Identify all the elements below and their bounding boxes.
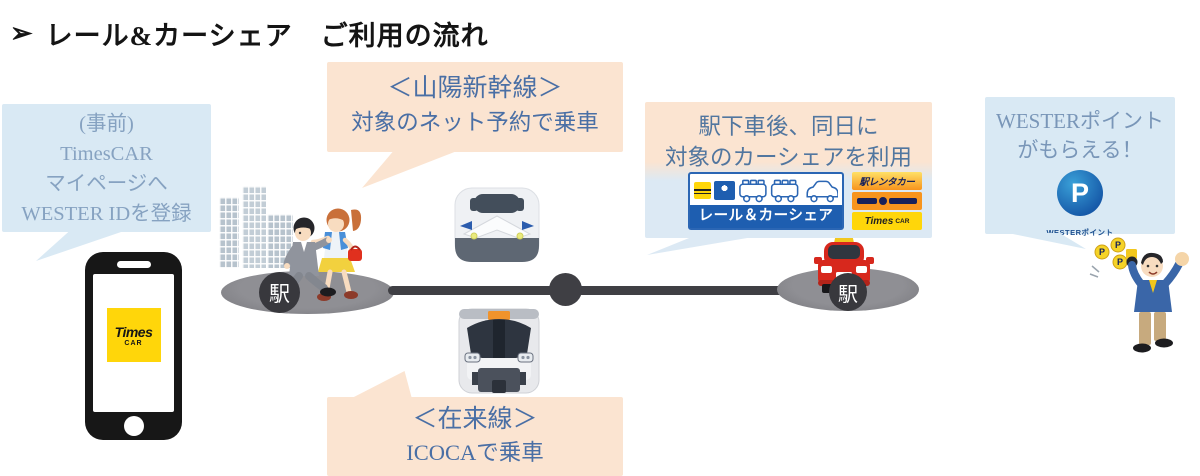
partner-brand-badges: 駅レンタカー Times CAR xyxy=(852,172,922,230)
points-step-panel: WESTERポイント がもらえる！ P WESTERポイント xyxy=(985,97,1175,237)
city-buildings-icon xyxy=(219,186,299,268)
times-logo-chip xyxy=(694,182,711,199)
travel-brand-logo-icon xyxy=(857,197,917,205)
train-and-car-lineart-icon xyxy=(739,179,838,202)
rail-carshare-logo-icons xyxy=(690,174,842,205)
arrow-bullet-icon: ➢ xyxy=(10,18,34,48)
shinkansen-line: 対象のネット予約で乗車 xyxy=(351,110,599,135)
svg-text:P: P xyxy=(1117,257,1123,267)
cheering-man-with-points-icon: P P P xyxy=(1089,237,1189,353)
building-tower-icon xyxy=(267,214,293,268)
rail-carshare-logo: レール＆カーシェア xyxy=(688,172,844,230)
rail-carshare-banner: レール＆カーシェア xyxy=(690,205,842,228)
ekiren-badge: 駅レンタカー xyxy=(852,172,922,190)
times-app-sublabel: CAR xyxy=(124,339,143,347)
page-title-text: レール&カーシェア ご利用の流れ xyxy=(45,21,489,51)
station-badge-right: 駅 xyxy=(829,273,867,311)
smartphone-icon: Times CAR xyxy=(85,252,182,440)
svg-text:P: P xyxy=(1115,240,1121,250)
times-badge-main: Times xyxy=(864,215,894,227)
register-line: WESTER IDを登録 xyxy=(21,203,192,225)
page-title: ➢ レール&カーシェア ご利用の流れ xyxy=(10,14,489,53)
local-line: ICOCAで乗車 xyxy=(406,440,544,465)
wester-point-logo: P xyxy=(1057,170,1103,216)
carshare-panel-tail xyxy=(647,236,759,255)
phone-speaker xyxy=(116,261,151,268)
local-panel-tail xyxy=(350,371,412,399)
phone-home-button xyxy=(123,416,144,436)
wester-point-caption: WESTERポイント xyxy=(1046,228,1114,237)
building-tower-icon xyxy=(219,197,239,268)
times-app-label: Times xyxy=(114,323,153,340)
shinkansen-train-icon xyxy=(454,187,540,262)
register-step-panel: (事前) TimesCAR マイページへ WESTER IDを登録 xyxy=(2,104,211,232)
register-line: (事前) xyxy=(79,113,134,135)
svg-text:P: P xyxy=(1099,247,1105,257)
rail-midpoint-node xyxy=(549,273,582,306)
station-label: 駅 xyxy=(269,281,290,306)
carshare-line: 駅下車後、同日に xyxy=(698,114,879,139)
times-car-badge: Times CAR xyxy=(852,212,922,230)
shinkansen-step-panel: ＜山陽新幹線＞ 対象のネット予約で乗車 xyxy=(327,62,623,152)
local-line: ＜在来線＞ xyxy=(412,406,538,433)
phone-screen: Times CAR xyxy=(93,274,174,412)
rail-line xyxy=(388,286,796,295)
jr-west-logo-chip xyxy=(714,181,735,200)
shinkansen-line: ＜山陽新幹線＞ xyxy=(387,75,563,102)
local-train-icon xyxy=(458,308,540,394)
points-line: WESTERポイント xyxy=(996,109,1164,133)
carshare-line: 対象のカーシェアを利用 xyxy=(664,145,913,170)
points-line: がもらえる！ xyxy=(1017,138,1143,162)
register-line: TimesCAR xyxy=(60,143,153,165)
wester-point-letter: P xyxy=(1070,177,1089,208)
shinkansen-panel-tail xyxy=(362,151,457,188)
station-label: 駅 xyxy=(838,283,858,306)
register-line: マイページへ xyxy=(45,173,168,195)
station-badge-left: 駅 xyxy=(259,272,300,313)
times-car-app-icon: Times CAR xyxy=(106,308,161,362)
local-line-step-panel: ＜在来線＞ ICOCAで乗車 xyxy=(327,397,623,476)
travel-brand-badge xyxy=(852,192,922,210)
times-badge-sub: CAR xyxy=(895,217,910,225)
building-tower-icon xyxy=(242,186,266,268)
